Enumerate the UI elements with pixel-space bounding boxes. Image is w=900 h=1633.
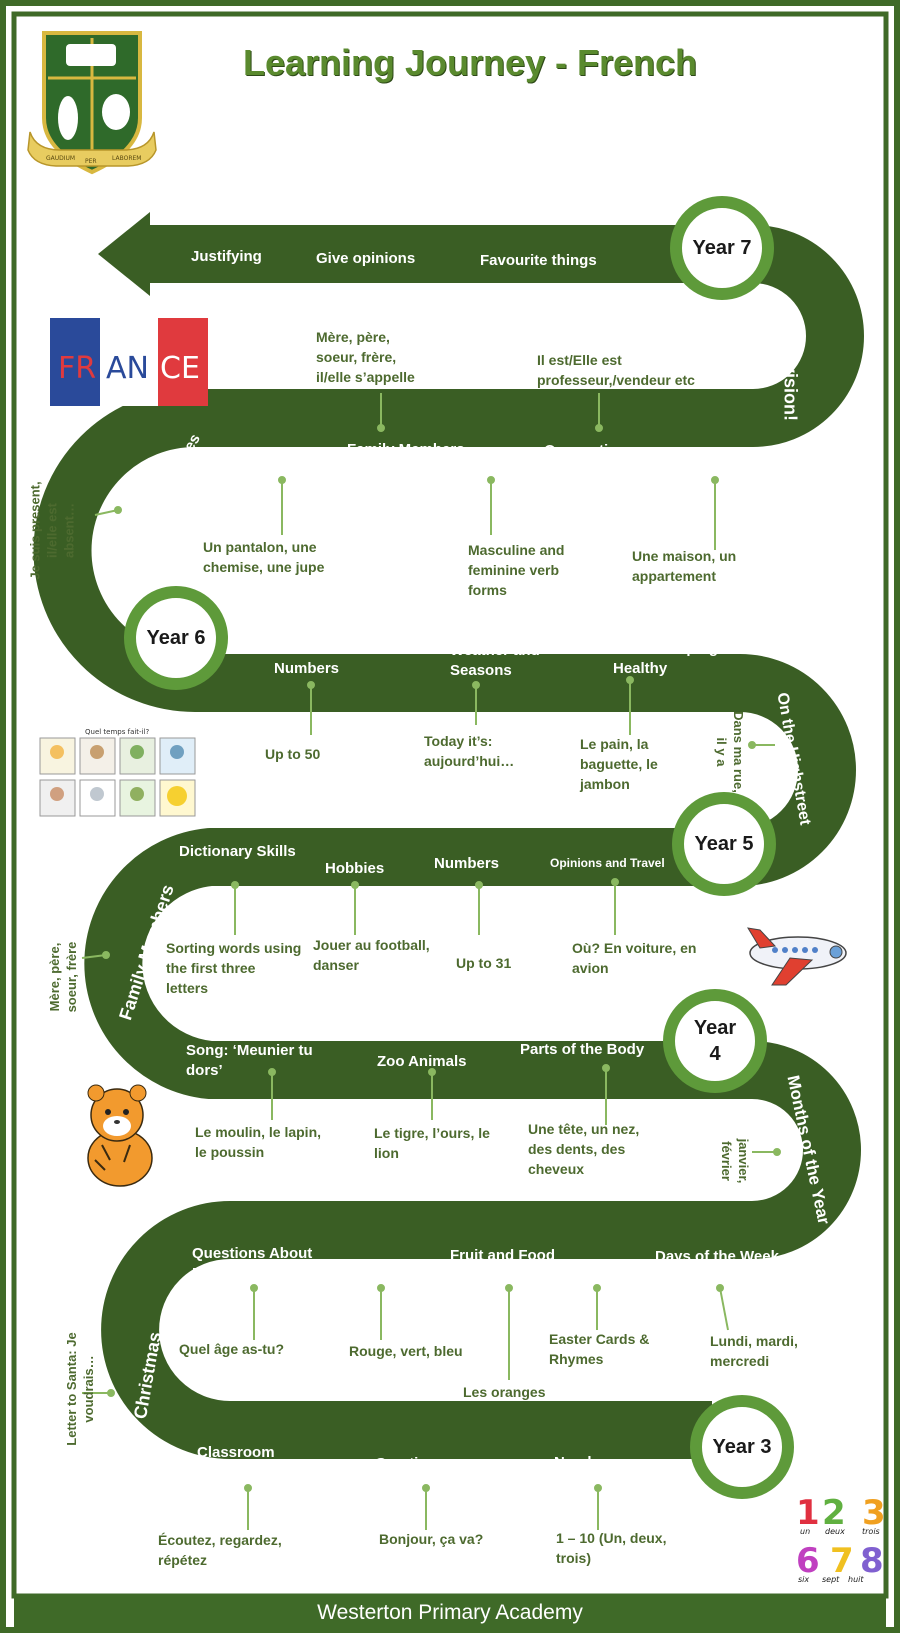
year-7-circle (670, 196, 774, 300)
detail-il-est-elle-est: Il est/Elle est professeur,/vendeur etc (537, 352, 695, 388)
topic-fruit-and-food: Fruit and Food (450, 1247, 555, 1264)
topic-gender: Gender (477, 460, 530, 477)
svg-text:2: 2 (822, 1493, 846, 1533)
topic-easter: Easter (573, 1258, 619, 1275)
svg-text:trois: trois (862, 1527, 880, 1536)
tiger-image (87, 1084, 153, 1187)
year-6-circle (124, 586, 228, 690)
svg-text:GAUDIUM: GAUDIUM (46, 155, 75, 162)
connector-lines (81, 393, 781, 1530)
topic-song-meunier: Song: ‘Meunier tu dors’ (186, 1042, 313, 1079)
topic-family-members: Family Members (347, 441, 465, 458)
svg-text:CE: CE (160, 351, 200, 386)
topic-days-of-the-week: Days of the Week (655, 1248, 779, 1265)
topic-food-keeping-healthy: Food: Keeping Healthy (613, 640, 718, 677)
detail-un-pantalon: Un pantalon, une chemise, une jupe (203, 539, 325, 575)
detail-ecoutez: Écoutez, regardez, répétez (158, 1532, 282, 1568)
svg-text:six: six (798, 1575, 809, 1584)
detail-une-tete: Une tête, un nez, des dents, des cheveux (528, 1121, 640, 1177)
topic-colours: Colours (353, 1259, 410, 1276)
detail-rouge-vert-bleu: Rouge, vert, bleu (349, 1343, 463, 1359)
detail-bonjour: Bonjour, ça va? (379, 1531, 484, 1547)
detail-une-maison: Une maison, un appartement (632, 548, 737, 584)
svg-text:deux: deux (825, 1527, 845, 1536)
detail-le-tigre: Le tigre, l’ours, le lion (374, 1125, 490, 1161)
detail-jouer-au-football: Jouer au football, danser (313, 937, 430, 973)
year-5-circle (672, 792, 776, 896)
page-title: Learning Journey - French (242, 42, 698, 83)
svg-text:sept: sept (822, 1575, 840, 1584)
svg-text:FR: FR (58, 351, 96, 386)
topic-weather-seasons: Weather and Seasons (450, 642, 540, 679)
france-flag-image: FR AN CE (50, 318, 208, 406)
svg-text:3: 3 (862, 1493, 886, 1533)
year-6-label: Year 6 (146, 627, 206, 649)
detail-le-moulin: Le moulin, le lapin, le poussin (195, 1124, 322, 1160)
footer-school-name: Westerton Primary Academy (317, 1601, 583, 1624)
topic-questions-about-myself: Questions About Myself (192, 1245, 313, 1282)
svg-text:7: 7 (830, 1541, 854, 1581)
side-note-je-suis-present: Je suis present, il/elle est absent… (27, 481, 77, 580)
svg-text:6: 6 (796, 1541, 820, 1581)
year-3-label: Year 3 (712, 1436, 772, 1458)
topic-favourite-things: Favourite things (480, 252, 597, 269)
topic-give-opinions: Give opinions (316, 250, 416, 267)
aeroplane-image (747, 927, 847, 986)
detail-les-oranges: Les oranges (463, 1384, 546, 1400)
side-note-dans-ma-rue: Dans ma rue, il y a (714, 711, 746, 793)
topic-school-uniform: School Uniform (224, 461, 336, 478)
svg-text:LABOREM: LABOREM (112, 155, 141, 162)
svg-text:1: 1 (796, 1493, 820, 1533)
detail-sorting-words: Sorting words using the first three lett… (166, 940, 302, 996)
detail-mere-pere-soeur: Mère, père, soeur, frère, il/elle s’appe… (316, 329, 415, 385)
topic-hobbies: Hobbies (325, 860, 385, 877)
school-crest-logo: GAUDIUM PER LABOREM (27, 31, 157, 175)
year-4-circle (663, 989, 767, 1093)
detail-lundi-mardi: Lundi, mardi, mercredi (710, 1333, 798, 1369)
topic-occupations: Occupations (544, 442, 635, 459)
topic-justifying: Justifying (191, 248, 262, 265)
topic-opinions-travel: Opinions and Travel (550, 856, 665, 870)
footer-bar (14, 1594, 886, 1630)
side-note-janvier: janvier, février (719, 1138, 751, 1184)
topic-house-home: House & Home (652, 461, 759, 478)
detail-le-pain: Le pain, la baguette, le jambon (580, 736, 658, 792)
detail-quel-age: Quel âge as-tu? (179, 1341, 285, 1357)
journey-arrow-head (98, 212, 150, 296)
detail-easter-cards: Easter Cards & Rhymes (549, 1331, 650, 1367)
detail-today-its: Today it’s: aujourd’hui… (424, 733, 515, 769)
year-7-label: Year 7 (692, 237, 752, 259)
topic-greetings: Greetings (375, 1455, 446, 1472)
topic-revision-of-numbers: Revision of Numbers (274, 640, 355, 677)
topic-classroom-instructions: Classroom Instructions (197, 1444, 283, 1481)
detail-one-to-ten: 1 – 10 (Un, deux, trois) (556, 1530, 667, 1566)
svg-text:8: 8 (860, 1541, 884, 1581)
detail-up-to-50: Up to 50 (265, 746, 321, 762)
topic-numbers-year-5: Numbers (434, 855, 500, 872)
year-5-label: Year 5 (694, 833, 754, 855)
curve-label-revision: Revision! (780, 339, 801, 422)
svg-text:huit: huit (848, 1575, 864, 1584)
number-cards-image: 1 2 3 6 7 8 un deux trois six sept huit (796, 1493, 886, 1584)
svg-text:un: un (800, 1527, 810, 1536)
year-4-label: Year 4 (693, 1017, 737, 1065)
detail-up-to-31: Up to 31 (456, 955, 512, 971)
year-3-circle (690, 1395, 794, 1499)
topic-parts-of-the-body: Parts of the Body (520, 1041, 645, 1058)
weather-cards-image: Quel temps fait-il? (39, 728, 196, 817)
topic-zoo-animals: Zoo Animals (377, 1053, 467, 1070)
svg-text:PER: PER (85, 158, 97, 165)
detail-masculine-feminine: Masculine and feminine verb forms (468, 542, 565, 598)
svg-text:Quel temps fait-il?: Quel temps fait-il? (85, 728, 149, 736)
side-note-letter-to-santa: Letter to Santa: Je voudrais… (64, 1332, 96, 1446)
svg-text:AN: AN (106, 351, 149, 386)
topic-numbers-year-3: Numbers (554, 1454, 620, 1471)
detail-ou-en-voiture: Où? En voiture, en avion (572, 940, 697, 976)
topic-dictionary-skills: Dictionary Skills (179, 843, 296, 860)
side-note-mere-pere: Mère, père, soeur, frère (47, 941, 79, 1013)
